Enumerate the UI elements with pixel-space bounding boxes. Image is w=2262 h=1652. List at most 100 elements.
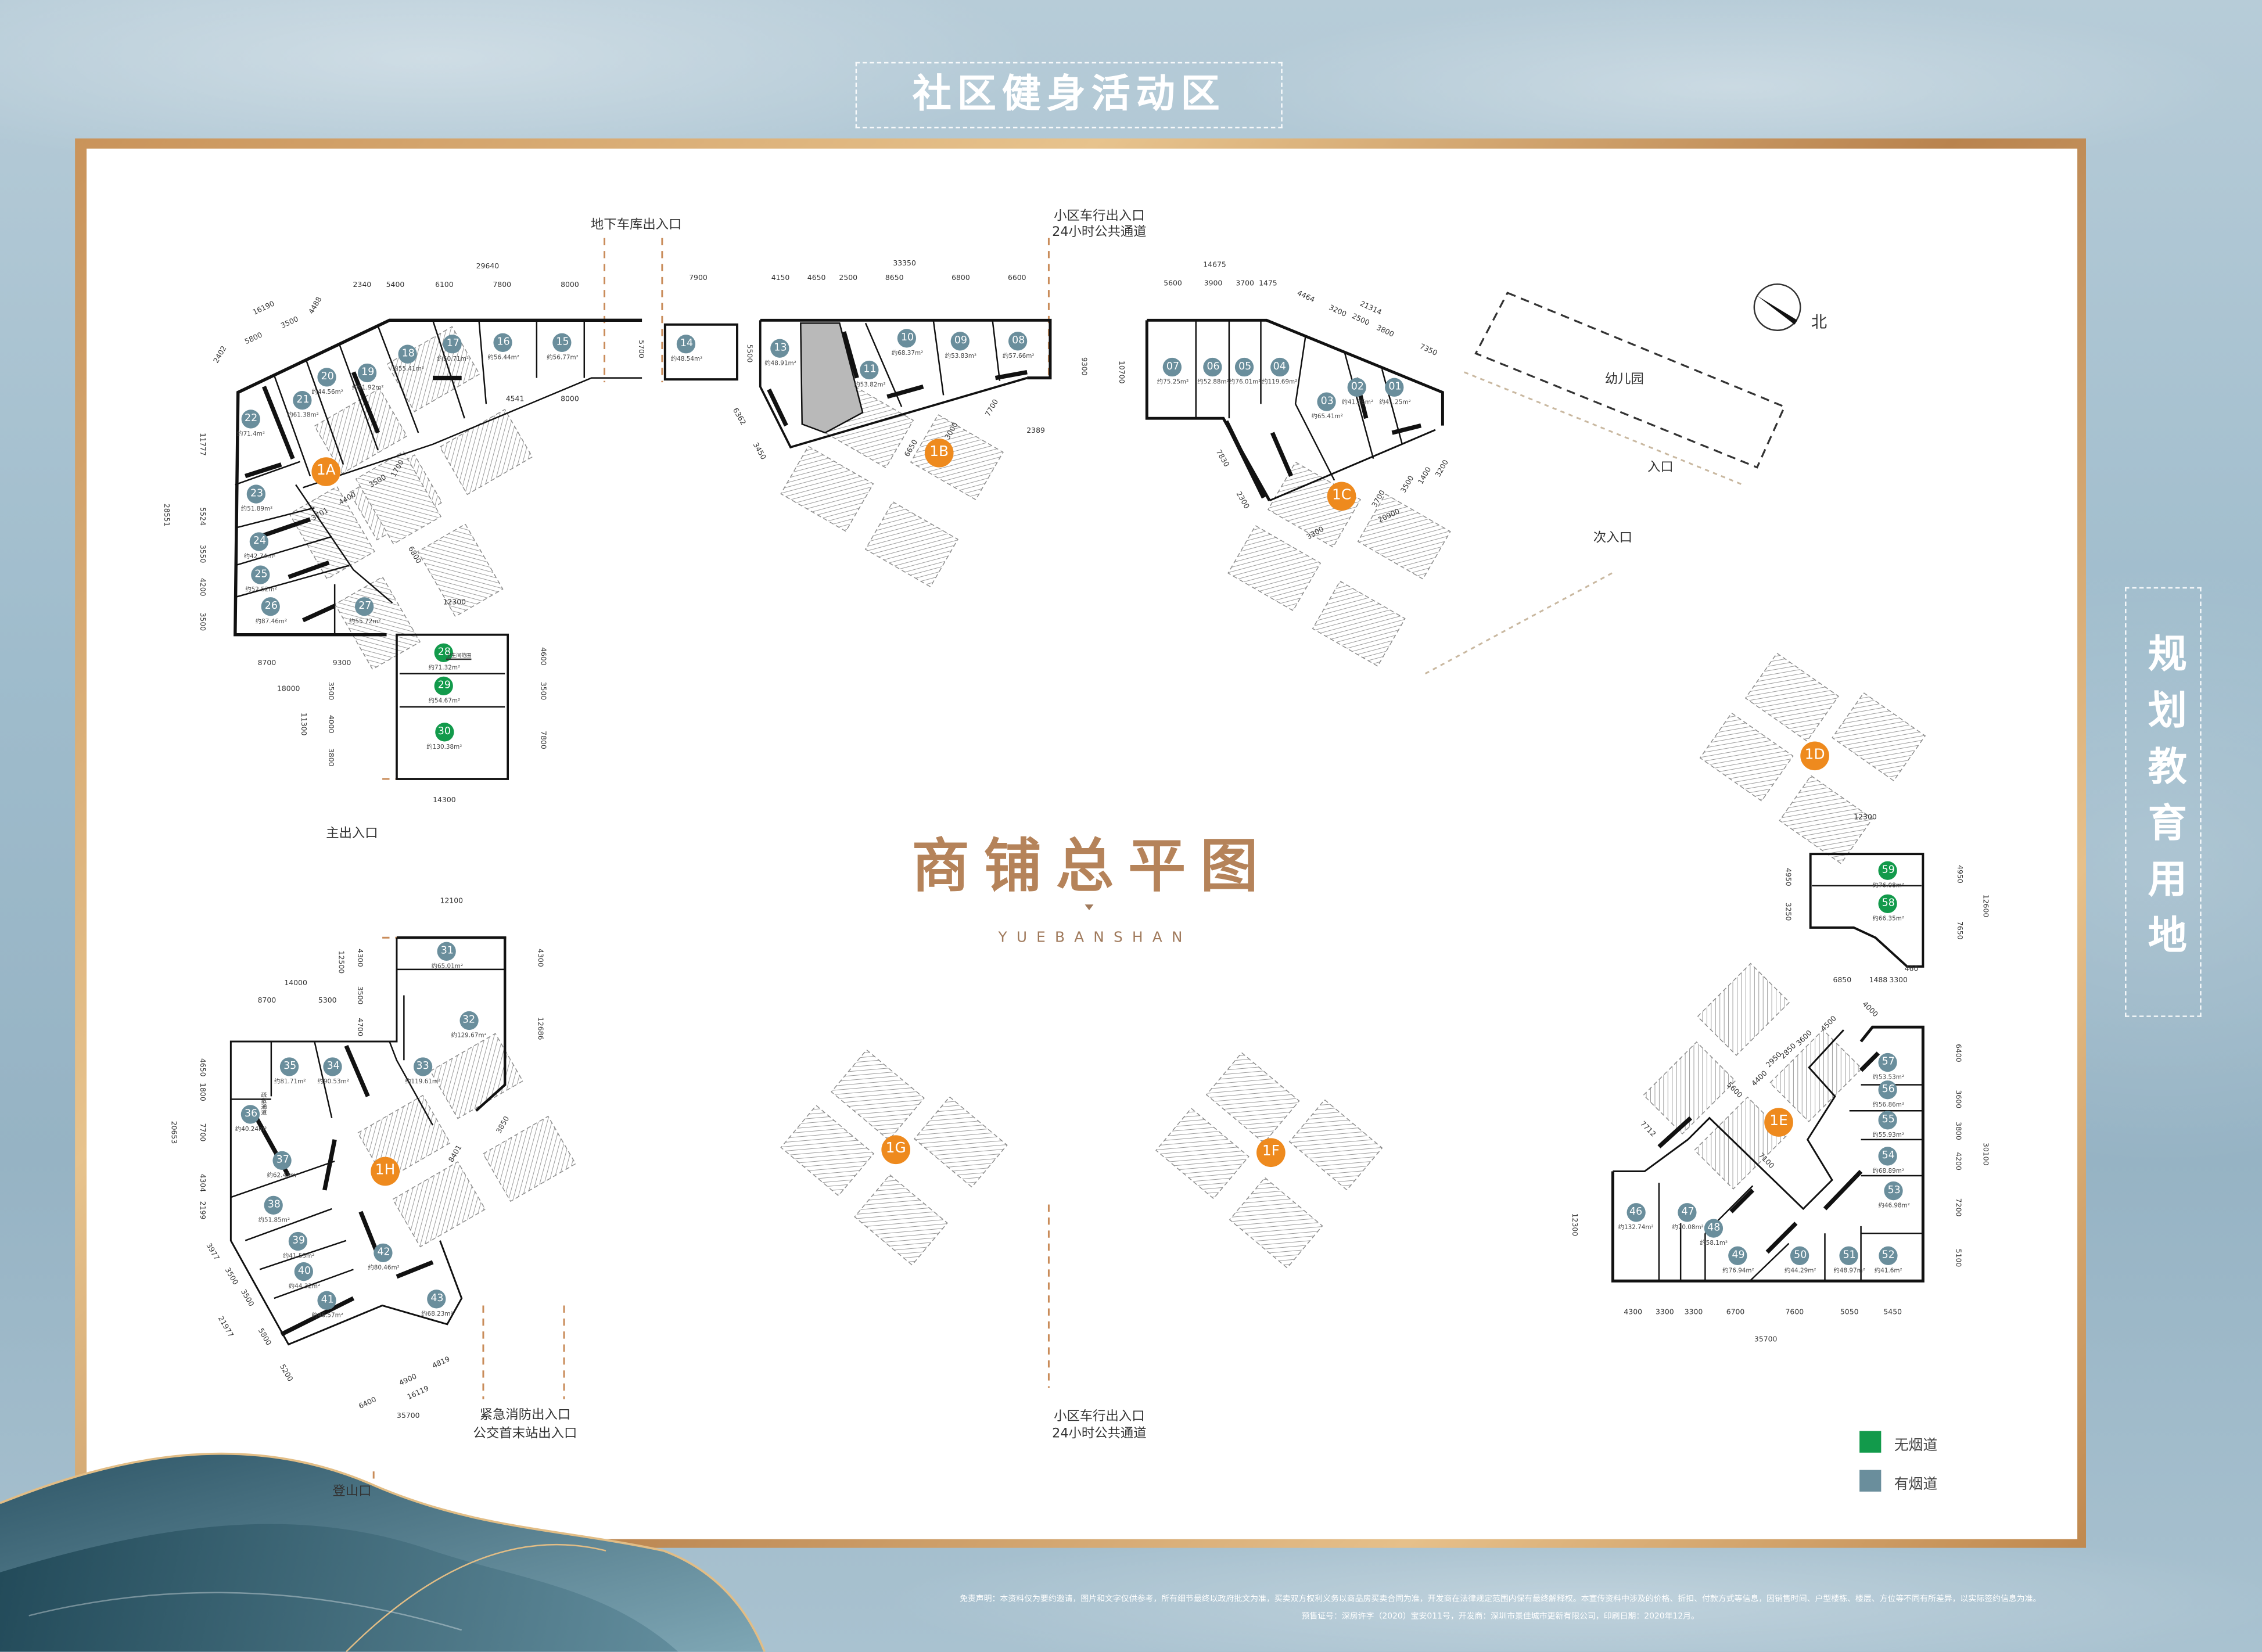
shop-number-badge: 26	[261, 597, 281, 616]
dimension-1e: 4300	[1624, 1308, 1643, 1317]
dimension-1a: 9300	[332, 659, 351, 668]
dimension-1a: 12300	[443, 598, 466, 608]
project-name-subtitle: YUEBANSHAN	[998, 930, 1192, 947]
shop-area: 约76.94m²	[1722, 1266, 1754, 1274]
shop-area: 约91.92m²	[352, 383, 384, 392]
has-flue-swatch	[1859, 1470, 1882, 1492]
building-marker-1e[interactable]: 1E	[1764, 1108, 1793, 1137]
shop-number-badge: 42	[374, 1243, 393, 1262]
shop-area: 约81.71m²	[274, 1078, 306, 1085]
dimension-1a: 7800	[493, 281, 512, 290]
kindergarten-entrance-label: 入口	[1647, 461, 1674, 476]
tower-footprint	[314, 326, 533, 541]
dimension-1c: 3700	[1236, 279, 1254, 289]
building-marker-1f[interactable]: 1F	[1256, 1138, 1286, 1168]
shop-number-badge: 31	[437, 942, 457, 961]
shop-number-badge: 05	[1236, 357, 1255, 377]
dimension-1e: 5050	[1840, 1308, 1859, 1317]
shop-number-badge: 25	[252, 565, 271, 584]
shop-area: 约40.24m²	[235, 1125, 267, 1133]
dimension-1d: 12300	[1854, 813, 1877, 823]
building-marker-1c[interactable]: 1C	[1327, 482, 1356, 511]
building-marker-1d[interactable]: 1D	[1800, 741, 1829, 771]
shop-area: 约51.85m²	[258, 1216, 290, 1223]
building-marker-1h[interactable]: 1H	[371, 1157, 400, 1186]
dimension-1e: 7600	[1785, 1308, 1804, 1317]
building-marker-1b[interactable]: 1B	[924, 438, 954, 468]
building-marker-1a[interactable]: 1A	[311, 457, 341, 486]
shop-number-badge: 59	[1879, 861, 1898, 880]
dimension-1h: 7700	[198, 1123, 207, 1142]
shop-area: 约65.01m²	[431, 962, 464, 969]
building-marker-1g[interactable]: 1G	[881, 1135, 911, 1165]
shop-area: 约61.38m²	[287, 411, 319, 419]
dimension-1h: 14000	[284, 979, 307, 989]
public-passage-bottom-label: 24小时公共通道	[1052, 1427, 1147, 1442]
kindergarten-outline	[1474, 292, 1786, 469]
shop-area: 约46.98m²	[1878, 1201, 1910, 1209]
shop-area: 约68.37m²	[891, 349, 924, 357]
dimension-1h: 4300	[354, 949, 364, 967]
shop-area: 约70.08m²	[1672, 1223, 1704, 1231]
dimension-1c: 10700	[1116, 360, 1126, 384]
shop-number-badge: 56	[1879, 1080, 1898, 1100]
shop-number-badge: 09	[951, 332, 971, 351]
